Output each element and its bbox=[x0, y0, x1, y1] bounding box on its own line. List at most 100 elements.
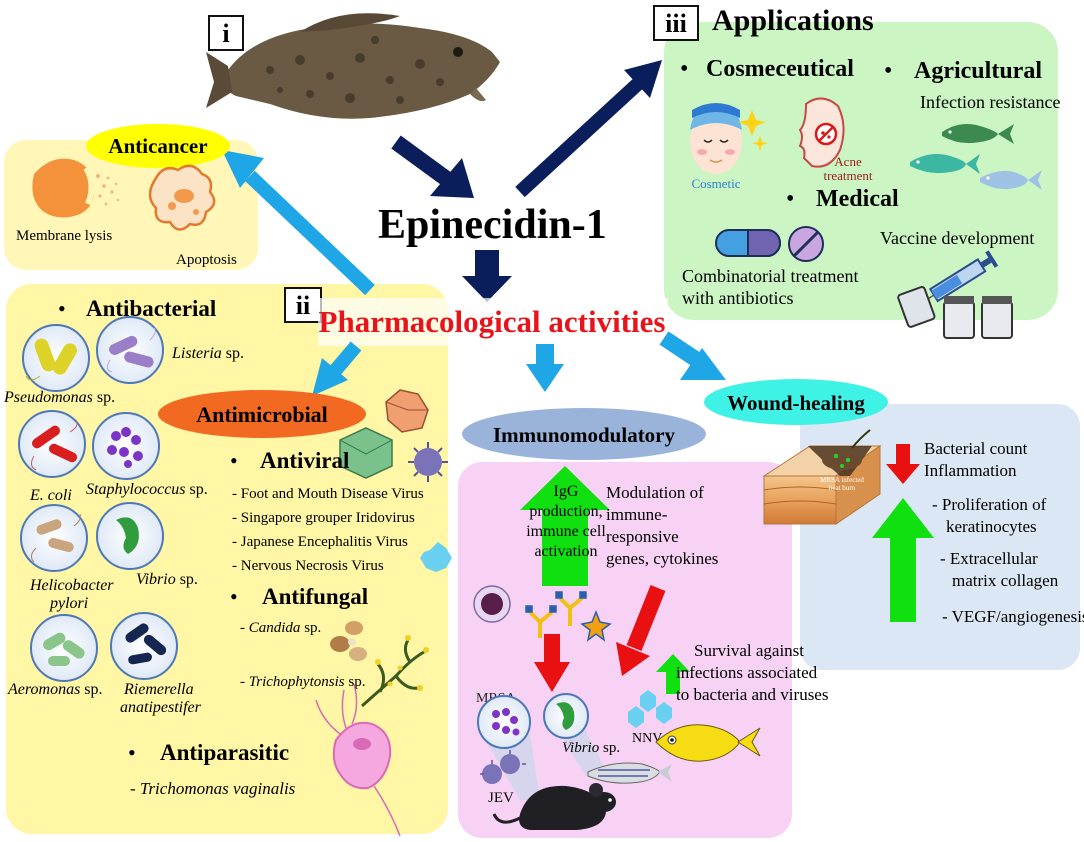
proliferation-label-line2: keratinocytes bbox=[946, 517, 1037, 536]
bullet: • bbox=[680, 56, 688, 82]
trichophytonsis-label: - Trichophytonsis sp. bbox=[240, 674, 365, 690]
peptide-to-activities-arrow bbox=[462, 250, 512, 302]
trichomonas-label: - Trichomonas vaginalis bbox=[130, 779, 296, 798]
cosmetic-label: Cosmetic bbox=[691, 176, 740, 191]
bacterial-count-label: Bacterial count bbox=[924, 439, 1028, 458]
agricultural-label: Agricultural bbox=[914, 58, 1042, 84]
modulation-label-line4: genes, cytokines bbox=[606, 549, 718, 568]
hexagonal-virus-icon bbox=[339, 427, 393, 479]
wound-healing-oval bbox=[704, 379, 888, 425]
combinatorial-label-line1: Combinatorial treatment bbox=[682, 266, 858, 286]
acne-label-line1: Acne bbox=[834, 154, 862, 169]
icosahedral-virus-icon bbox=[385, 389, 429, 433]
candida-yeast-icon bbox=[330, 621, 367, 661]
applications-title: Applications bbox=[712, 4, 874, 37]
down-arrow-red bbox=[616, 585, 666, 676]
to-anticancer-arrow bbox=[222, 150, 375, 296]
antibody-icon bbox=[525, 591, 587, 638]
capsule-icon bbox=[715, 229, 781, 257]
modulation-label-line1: Modulation of bbox=[606, 483, 704, 502]
nnv-virus-icon bbox=[628, 690, 672, 728]
antimicrobial-oval bbox=[158, 390, 366, 438]
virus-item: - Japanese Encephalitis Virus bbox=[232, 534, 408, 550]
survival-label-line3: to bacteria and viruses bbox=[676, 685, 828, 704]
ecoli-cell-icon bbox=[18, 410, 86, 478]
panel-label-ii-box bbox=[284, 287, 322, 323]
riemerella-label-line1: Riemerella bbox=[123, 681, 194, 698]
vibrio-cell-icon bbox=[96, 502, 164, 570]
light-blue-fish-icon bbox=[980, 170, 1042, 190]
nnv-virus-icon bbox=[420, 542, 452, 572]
igg-label-line3: immune cell bbox=[526, 523, 606, 540]
bullet: • bbox=[128, 740, 136, 765]
mrsa-cell-icon bbox=[477, 695, 531, 749]
igg-label-line4: activation bbox=[534, 543, 597, 560]
survival-label-line2: infections associated bbox=[676, 663, 818, 682]
antifungal-label: Antifungal bbox=[262, 584, 368, 609]
anticancer-oval bbox=[86, 124, 230, 168]
cosmeceutical-label: Cosmeceutical bbox=[706, 56, 854, 82]
listeria-label: Listeria sp. bbox=[171, 345, 244, 362]
immunomodulatory-oval bbox=[462, 408, 706, 460]
panel-label-iii: iii bbox=[665, 9, 687, 38]
igg-label-line1: IgG bbox=[554, 483, 579, 500]
teal-fish-icon bbox=[910, 154, 980, 174]
antimicrobial-title: Antimicrobial bbox=[196, 402, 328, 427]
candida-label: - Candida sp. bbox=[240, 620, 321, 636]
bullet: • bbox=[230, 448, 238, 473]
to-immunomodulatory-arrow bbox=[526, 344, 564, 392]
virus-item: - Singapore grouper Iridovirus bbox=[232, 510, 415, 526]
panel-label-i: i bbox=[222, 19, 229, 48]
vial-icon bbox=[897, 286, 1013, 339]
cosmetic-face-icon bbox=[690, 103, 768, 174]
apoptosis-label: Apoptosis bbox=[176, 252, 237, 268]
inflammation-label: Inflammation bbox=[924, 461, 1017, 480]
combinatorial-label-line2: with antibiotics bbox=[682, 288, 794, 308]
antibacterial-label: Antibacterial bbox=[86, 296, 216, 321]
syringe-icon bbox=[914, 250, 999, 308]
antiparasitic-label: Antiparasitic bbox=[160, 740, 289, 765]
main-title: Epinecidin-1 bbox=[378, 202, 607, 248]
vaccine-development-label: Vaccine development bbox=[880, 228, 1034, 248]
bullet: • bbox=[884, 58, 892, 84]
survival-label-line1: Survival against bbox=[694, 641, 804, 660]
down-arrow-red bbox=[534, 634, 570, 692]
spiked-virus-icon bbox=[408, 442, 448, 482]
extracellular-label-line1: - Extracellular bbox=[940, 549, 1038, 568]
subtitle-highlight bbox=[318, 298, 668, 346]
tablet-icon bbox=[788, 226, 824, 262]
panel-label-iii-box bbox=[653, 5, 699, 41]
to-antimicrobial-arrow bbox=[312, 341, 362, 396]
trichomonas-parasite-icon bbox=[315, 683, 401, 837]
vibrio-label: Vibrio sp. bbox=[136, 571, 198, 588]
staphylococcus-label: Staphylococcus sp. bbox=[86, 481, 208, 498]
cytokine-star-icon bbox=[580, 609, 612, 642]
acne-treatment-icon bbox=[798, 97, 845, 168]
fish-to-peptide-arrow bbox=[391, 135, 474, 198]
vibrio-label: Vibrio sp. bbox=[562, 740, 620, 756]
burned-skin-icon bbox=[762, 429, 882, 525]
peptide-to-applications-arrow bbox=[515, 60, 662, 198]
infection-resistance-label: Infection resistance bbox=[920, 92, 1060, 112]
riemerella-cell-icon bbox=[110, 612, 178, 680]
bullet: • bbox=[230, 584, 238, 609]
pseudomonas-label: Pseudomonas sp. bbox=[3, 389, 115, 406]
extracellular-label-line2: matrix collagen bbox=[952, 571, 1059, 590]
jev-label: JEV bbox=[488, 790, 514, 806]
medical-label: Medical bbox=[816, 186, 899, 212]
survival-up-arrow bbox=[656, 654, 690, 694]
virus-item: - Foot and Mouth Disease Virus bbox=[232, 486, 424, 502]
igg-up-arrow bbox=[520, 466, 610, 586]
nnv-label: NNV bbox=[632, 731, 662, 746]
modulation-label-line3: responsive bbox=[606, 527, 679, 546]
membrane-lysis-label: Membrane lysis bbox=[16, 228, 112, 244]
helicobacter-label-line1: Helicobacter bbox=[29, 577, 114, 594]
helicobacter-label-line2: pylori bbox=[49, 595, 88, 612]
wound-down-arrow-red bbox=[886, 444, 920, 484]
vibrio-circle-icon bbox=[543, 693, 589, 739]
grouper-fish-icon bbox=[206, 13, 500, 119]
apoptosis-cell-icon bbox=[148, 164, 216, 231]
wound-up-arrow-green bbox=[872, 498, 934, 622]
yellow-fish-icon bbox=[655, 724, 761, 762]
